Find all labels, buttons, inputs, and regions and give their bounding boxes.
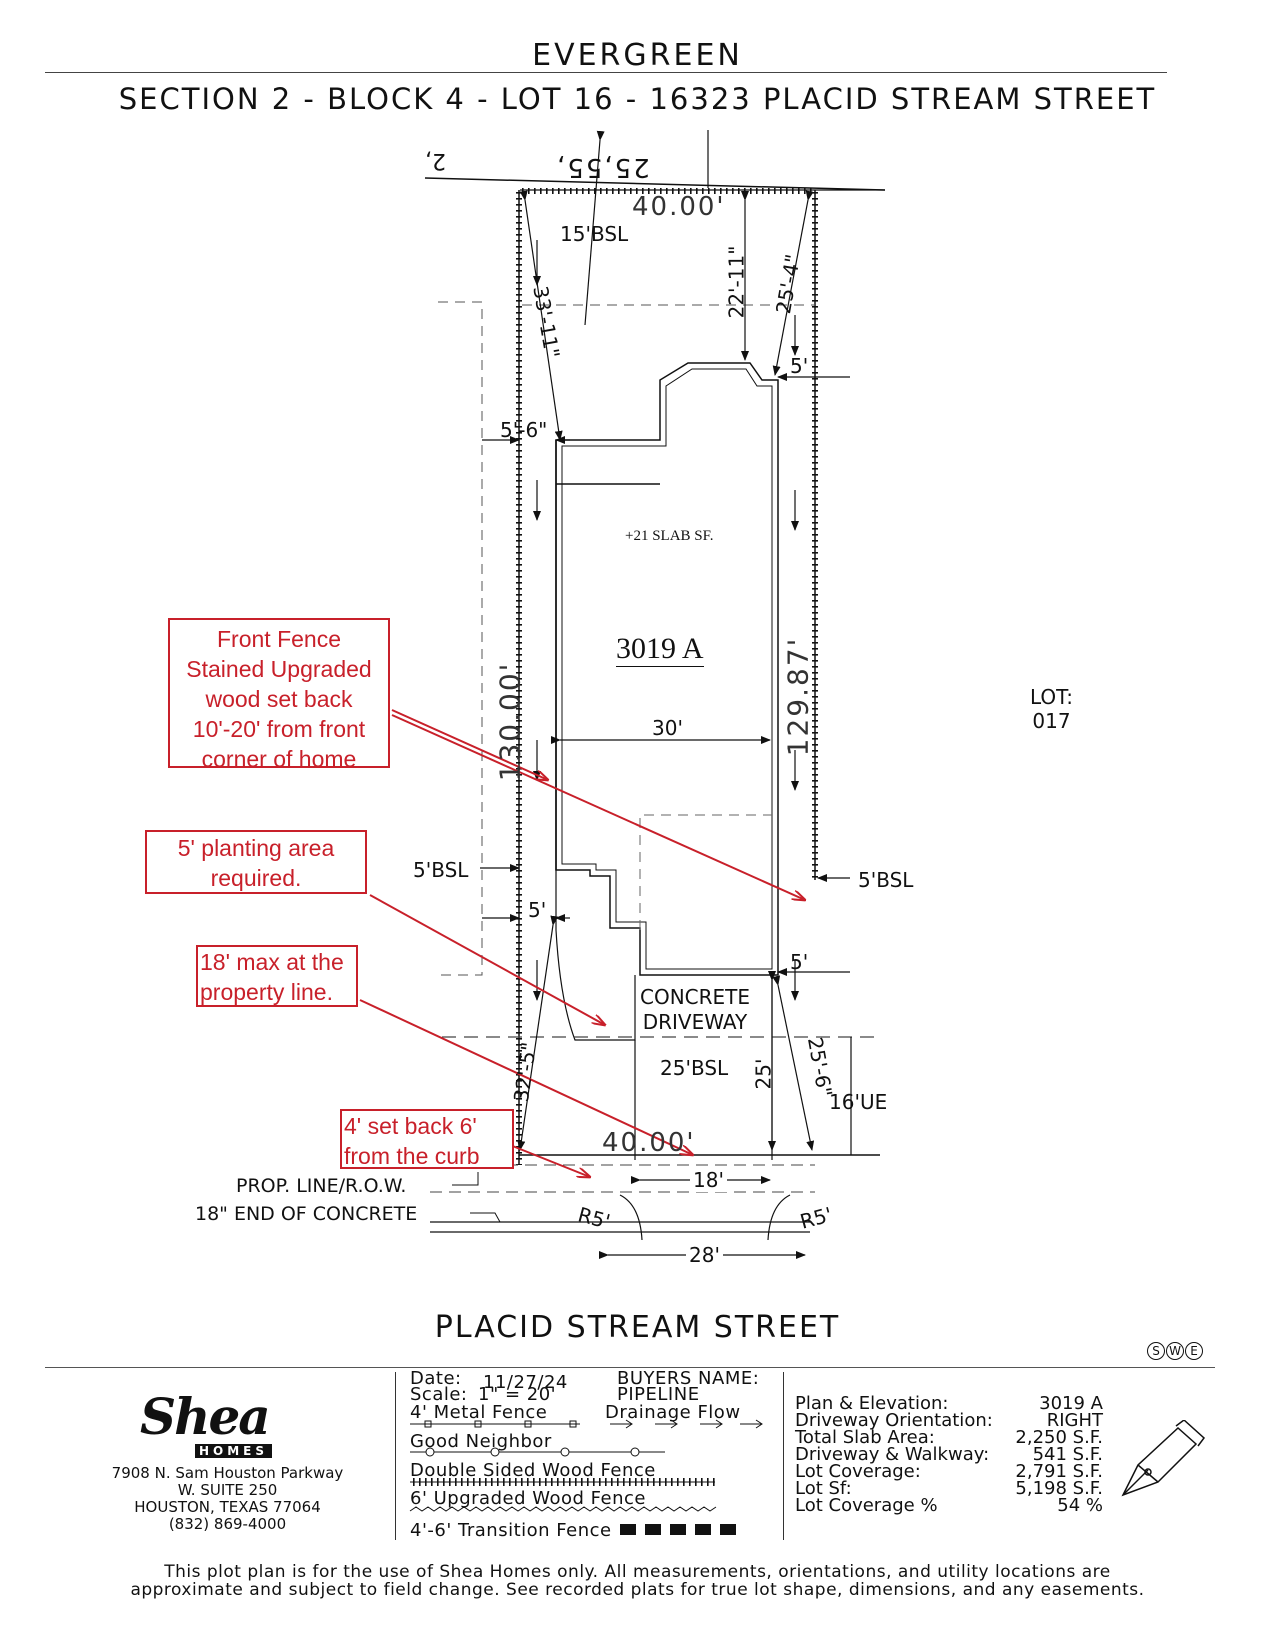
house-footprint bbox=[555, 362, 779, 976]
callout-line: required. bbox=[210, 865, 302, 891]
stat-label: Driveway Orientation: bbox=[795, 1410, 993, 1431]
callout-line: from the curb bbox=[344, 1143, 480, 1169]
stat-value: 541 S.F. bbox=[1032, 1444, 1103, 1465]
stat-value: 3019 A bbox=[1039, 1393, 1103, 1414]
footer-rule bbox=[45, 1367, 1215, 1368]
driveway-line-2: DRIVEWAY bbox=[642, 1010, 748, 1034]
callout-line: property line. bbox=[200, 979, 333, 1005]
date-label: Date: bbox=[410, 1368, 462, 1389]
dim-28: 28' bbox=[686, 1243, 723, 1267]
adjacent-lot-line-1: LOT: bbox=[1030, 685, 1073, 709]
top-bearing-label: 25,55, bbox=[555, 152, 650, 182]
legend-divider-right bbox=[783, 1372, 784, 1540]
metal-fence-label: 4' Metal Fence bbox=[410, 1402, 548, 1423]
double-sided-label: Double Sided Wood Fence bbox=[410, 1460, 656, 1481]
stat-value: RIGHT bbox=[1046, 1410, 1103, 1431]
left-side-bsl: 5'BSL bbox=[413, 858, 469, 882]
dim-5-6: 5'-6" bbox=[500, 418, 548, 442]
stat-value: 5,198 S.F. bbox=[1015, 1478, 1103, 1499]
date-value: 11/27/24 bbox=[483, 1372, 568, 1393]
stat-label: Lot Sf: bbox=[795, 1478, 852, 1499]
logo-wordmark: Shea bbox=[140, 1387, 271, 1446]
top-property-ticks bbox=[520, 188, 815, 194]
swe-e: E bbox=[1185, 1342, 1203, 1360]
stat-value: 2,250 S.F. bbox=[1015, 1427, 1103, 1448]
dim-25: 25' bbox=[751, 1058, 776, 1090]
prop-line-label: PROP. LINE/R.O.W. bbox=[236, 1175, 407, 1197]
buyers-label: BUYERS NAME: bbox=[617, 1368, 760, 1389]
good-neighbor-label: Good Neighbor bbox=[410, 1431, 552, 1452]
subdivision-title: EVERGREEN bbox=[532, 38, 743, 73]
dim-5-left: 5' bbox=[528, 898, 547, 922]
callout-line: Front Fence bbox=[217, 626, 341, 652]
slab-note: +21 SLAB SF. bbox=[625, 528, 714, 544]
front-bsl-label: 15'BSL bbox=[560, 222, 629, 246]
company-address: 7908 N. Sam Houston Parkway W. SUITE 250… bbox=[95, 1465, 360, 1533]
swe-s: S bbox=[1147, 1342, 1165, 1360]
driveway-line-1: CONCRETE bbox=[640, 985, 751, 1009]
stat-value: 2,791 S.F. bbox=[1015, 1461, 1103, 1482]
address-line: HOUSTON, TEXAS 77064 bbox=[134, 1498, 321, 1516]
stat-label: Lot Coverage % bbox=[795, 1495, 938, 1516]
swe-w: W bbox=[1166, 1342, 1184, 1360]
house-width-label: 30' bbox=[652, 716, 683, 740]
transition-fence-label: 4'-6' Transition Fence bbox=[410, 1520, 612, 1541]
disclaimer-line-1: This plot plan is for the use of Shea Ho… bbox=[164, 1562, 1111, 1582]
top-mark-label: 2, bbox=[425, 148, 446, 173]
callout-line: 4' set back 6' bbox=[344, 1113, 477, 1139]
stat-label: Plan & Elevation: bbox=[795, 1393, 949, 1414]
ue-label: 16'UE bbox=[829, 1090, 888, 1114]
rear-bsl-label: 25'BSL bbox=[660, 1056, 729, 1080]
dim-22-11: 22'-11" bbox=[724, 245, 749, 319]
setback-4-callout: 4' set back 6' from the curb bbox=[340, 1109, 514, 1169]
address-line: (832) 869-4000 bbox=[168, 1515, 287, 1533]
stat-label: Total Slab Area: bbox=[795, 1427, 935, 1448]
callout-line: 5' planting area bbox=[177, 835, 335, 861]
adjacent-lot-label: LOT: 017 bbox=[1030, 685, 1073, 733]
max-18-callout: 18' max at the property line. bbox=[196, 945, 358, 1007]
buyers-value: PIPELINE bbox=[617, 1384, 700, 1405]
dim-18: 18' bbox=[690, 1168, 727, 1192]
disclaimer-line-2: approximate and subject to field change.… bbox=[130, 1580, 1145, 1600]
stat-label: Lot Coverage: bbox=[795, 1461, 921, 1482]
street-name: PLACID STREAM STREET bbox=[434, 1310, 841, 1345]
legend-symbols bbox=[409, 1419, 763, 1535]
left-depth-label: 130.00' bbox=[493, 661, 527, 782]
dim-5-right: 5' bbox=[790, 950, 809, 974]
top-width-label: 40.00' bbox=[632, 192, 726, 222]
lot-title: SECTION 2 - BLOCK 4 - LOT 16 - 16323 PLA… bbox=[118, 82, 1157, 116]
legend-divider-left bbox=[395, 1372, 396, 1540]
stat-label: Driveway & Walkway: bbox=[795, 1444, 990, 1465]
address-line: W. SUITE 250 bbox=[177, 1481, 278, 1499]
adjacent-lot-line-2: 017 bbox=[1032, 709, 1071, 733]
scale-value: 1" = 20' bbox=[478, 1384, 557, 1405]
disclaimer-note: This plot plan is for the use of Shea Ho… bbox=[60, 1563, 1215, 1599]
right-side-bsl: 5'BSL bbox=[858, 868, 914, 892]
end-concrete-label: 18" END OF CONCRETE bbox=[195, 1203, 418, 1225]
callout-line: wood set back bbox=[205, 686, 353, 712]
shea-homes-logo: Shea HOMES bbox=[140, 1392, 325, 1462]
callout-line: 18' max at the bbox=[200, 949, 344, 975]
front-fence-callout: Front Fence Stained Upgraded wood set ba… bbox=[168, 618, 390, 772]
upgraded-fence-label: 6' Upgraded Wood Fence bbox=[410, 1488, 646, 1509]
dim-5-top: 5' bbox=[790, 354, 809, 378]
address-line: 7908 N. Sam Houston Parkway bbox=[111, 1464, 344, 1482]
logo-subtitle: HOMES bbox=[195, 1444, 273, 1458]
right-depth-label: 129.87' bbox=[781, 636, 815, 757]
callout-line: Stained Upgraded bbox=[186, 656, 372, 682]
swe-marks: S W E bbox=[1147, 1342, 1203, 1360]
driveway-label: CONCRETE DRIVEWAY bbox=[640, 985, 750, 1035]
pen-nib-icon bbox=[1121, 1420, 1206, 1497]
stat-value: 54 % bbox=[1057, 1495, 1103, 1516]
callout-line: corner of home bbox=[201, 746, 357, 772]
callout-line: 10'-20' from front bbox=[192, 716, 366, 742]
planting-area-callout: 5' planting area required. bbox=[145, 830, 367, 894]
scale-label: Scale: bbox=[410, 1384, 468, 1405]
plan-code-label: 3019 A bbox=[616, 632, 704, 667]
bottom-width-label: 40.00' bbox=[602, 1128, 696, 1158]
drainage-label: Drainage Flow bbox=[605, 1402, 741, 1423]
title-rule bbox=[45, 72, 1167, 73]
